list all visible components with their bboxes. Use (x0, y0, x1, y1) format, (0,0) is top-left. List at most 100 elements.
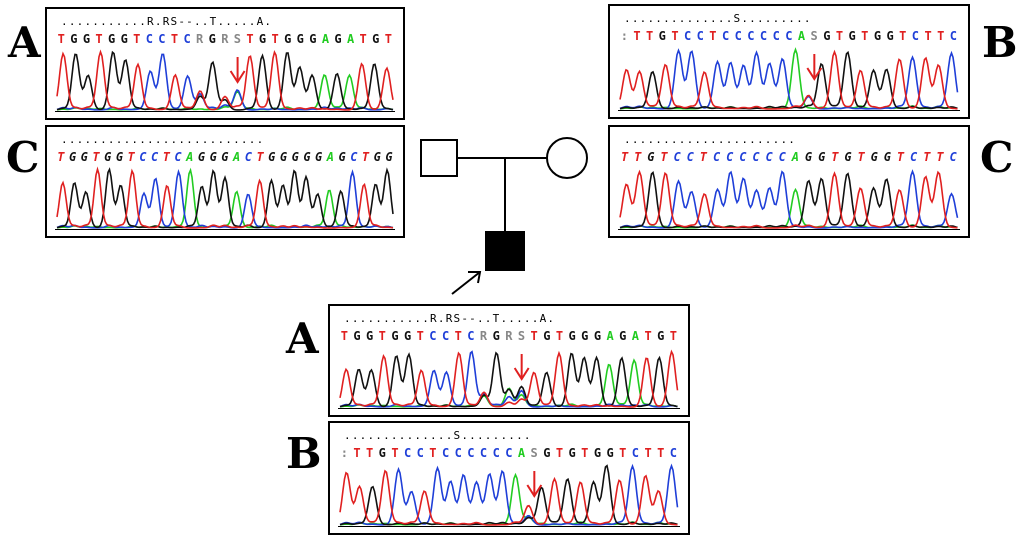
base-letter: G (823, 29, 831, 43)
base-letter: G (581, 329, 589, 343)
base-letter: C (752, 150, 760, 164)
panel-letter-proband-A: A (286, 314, 319, 363)
base-letter: G (70, 32, 78, 46)
base-letter: G (657, 329, 665, 343)
base-letter: G (334, 32, 342, 46)
base-letter: T (353, 446, 361, 460)
base-letter: A (326, 150, 334, 164)
base-letter: G (353, 329, 361, 343)
trace-channel-t (56, 166, 394, 229)
base-letter: C (712, 150, 721, 164)
base-letter: R (505, 329, 513, 343)
base-letter: T (133, 32, 141, 46)
base-letter: C (429, 329, 437, 343)
base-letter: T (657, 446, 665, 460)
base-letter: T (416, 329, 424, 343)
base-letter: C (785, 29, 793, 43)
base-letter: T (671, 29, 679, 43)
base-letter: T (896, 150, 905, 164)
trace-channel-t (339, 469, 678, 526)
base-letter: C (150, 150, 159, 164)
base-letter: A (186, 150, 194, 164)
panel-letter-father-C: C (6, 133, 40, 182)
base-letter: C (454, 446, 462, 460)
base-letter: C (145, 32, 153, 46)
base-letter: C (174, 150, 182, 164)
trace-baseline (338, 526, 680, 527)
base-letter: G (82, 32, 91, 46)
base-letter: C (350, 150, 358, 164)
base-letter: C (911, 29, 920, 43)
base-letter: G (403, 329, 412, 343)
base-letter: G (391, 329, 399, 343)
base-letter: T (246, 32, 254, 46)
base-letter: T (861, 29, 869, 43)
trace-baseline (55, 229, 395, 230)
base-letter: A (233, 150, 241, 164)
base-letter: G (303, 150, 311, 164)
base-letter: T (646, 29, 654, 43)
base-letter: C (673, 150, 681, 164)
panel-letter-mother-C: C (980, 133, 1014, 182)
annotation-line: ...................... (624, 133, 797, 146)
annotation-line: ..............S......... (624, 12, 812, 25)
trace-waveform (619, 47, 959, 110)
base-letter: T (644, 329, 652, 343)
base-letter: T (530, 329, 538, 343)
proband-arrow-icon (451, 271, 482, 295)
base-letter: G (492, 329, 500, 343)
base-letter: C (721, 29, 730, 43)
base-letter: G (68, 150, 77, 164)
base-letter: C (772, 29, 780, 43)
base-letter: G (209, 150, 217, 164)
base-letter: G (606, 446, 614, 460)
trace-channel-t (619, 169, 958, 229)
base-letter: G (104, 150, 112, 164)
mating-line (458, 157, 548, 159)
base-letter: T (633, 29, 641, 43)
base-letter: G (309, 32, 317, 46)
proband-square-icon (485, 231, 525, 271)
base-letter: G (120, 32, 128, 46)
base-letter: C (631, 446, 640, 460)
base-letter: G (385, 150, 393, 164)
base-letter: C (739, 150, 747, 164)
base-letter: T (170, 32, 179, 46)
base-letter: G (543, 446, 551, 460)
base-letter: G (366, 329, 374, 343)
trace-waveform (56, 166, 394, 229)
base-letter: T (454, 329, 462, 343)
base-letter: T (924, 29, 932, 43)
annotation-line: .......................... (61, 133, 265, 146)
base-letter: S (233, 32, 241, 46)
base-letter: T (937, 29, 945, 43)
base-letter: T (857, 150, 865, 164)
base-letter: T (835, 29, 844, 43)
base-letter: G (291, 150, 299, 164)
trace-channel-a (56, 73, 394, 111)
mutation-arrow-icon (526, 471, 543, 498)
base-letter: G (886, 29, 894, 43)
mutation-arrow-icon (806, 54, 823, 81)
base-letter: C (183, 32, 191, 46)
base-letter: G (296, 32, 304, 46)
base-letter: G (279, 150, 288, 164)
trace-channel-c (619, 48, 959, 110)
base-letter: T (669, 329, 677, 343)
base-letter: T (127, 150, 135, 164)
trace-channel-t (619, 49, 958, 110)
base-letter: : (340, 446, 348, 460)
base-letter: G (284, 32, 292, 46)
base-letter: T (256, 150, 264, 164)
base-letter: T (271, 32, 279, 46)
base-letter: G (848, 29, 856, 43)
trace-waveform (339, 349, 679, 408)
base-letter: A (797, 29, 806, 43)
descent-line (504, 157, 506, 231)
base-letter: C (479, 446, 488, 460)
trace-channel-g (339, 351, 678, 408)
